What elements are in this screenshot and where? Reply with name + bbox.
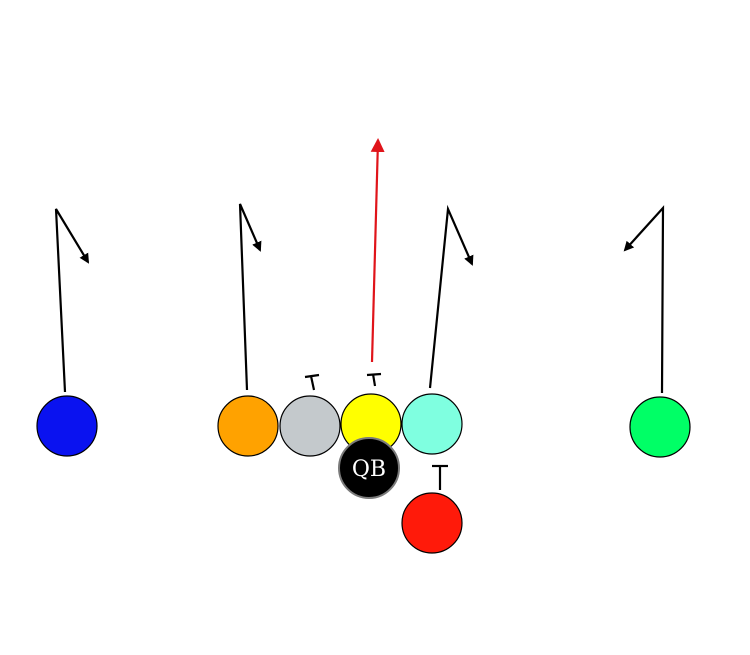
quarterback-circle xyxy=(338,437,400,499)
right-wide-receiver-route xyxy=(623,205,665,394)
left-wide-receiver-circle xyxy=(36,395,98,457)
running-back-block xyxy=(432,464,448,490)
right-wide-receiver-circle xyxy=(629,396,691,458)
center-block xyxy=(366,372,382,387)
quarterback-label: QB xyxy=(352,457,386,482)
left-wide-receiver-route xyxy=(54,208,90,393)
right-slot-receiver-circle xyxy=(401,393,463,455)
left-slot-receiver-circle xyxy=(217,395,279,457)
right-slot-receiver-route xyxy=(428,204,474,389)
left-slot-receiver-route xyxy=(238,203,262,391)
running-back-circle xyxy=(401,492,463,554)
center-route xyxy=(370,138,385,363)
left-lineman-block xyxy=(304,373,320,391)
left-lineman-circle xyxy=(279,395,341,457)
quarterback: QB xyxy=(338,437,400,499)
